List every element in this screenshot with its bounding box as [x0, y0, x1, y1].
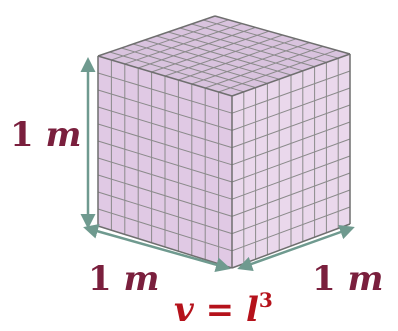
top-grid-line	[164, 34, 283, 77]
width-arrow	[83, 224, 231, 272]
front-grid-line	[97, 174, 233, 217]
volume-formula: v = l3	[174, 290, 273, 327]
top-grid-line	[191, 23, 327, 63]
formula-equals: =	[193, 290, 246, 330]
front-face-grid	[97, 60, 233, 264]
height-label-number: 1	[10, 115, 34, 155]
top-grid-line	[205, 45, 324, 89]
unit-cube	[97, 15, 351, 269]
depth-arrow	[237, 224, 355, 272]
formula-lhs: v	[174, 290, 194, 330]
height-label-unit: m	[45, 115, 82, 155]
right-grid-line	[231, 155, 351, 200]
depth-label: 1 m	[312, 262, 384, 296]
right-grid-line	[231, 172, 351, 217]
top-face-grid	[109, 19, 339, 93]
top-grid-line	[168, 31, 303, 72]
depth-label-unit: m	[347, 259, 384, 299]
top-grid-line	[178, 38, 297, 81]
right-grid-line	[231, 138, 351, 183]
dimension-arrows	[80, 57, 355, 272]
cube-edge	[97, 15, 216, 57]
width-label-number: 1	[88, 259, 112, 299]
cube-edge	[97, 55, 233, 97]
cube-edge	[214, 15, 351, 55]
front-grid-line	[97, 157, 233, 200]
height-label: 1 m	[10, 118, 82, 152]
top-grid-line	[191, 42, 310, 85]
formula-base: l	[245, 290, 259, 330]
top-grid-line	[218, 49, 337, 93]
formula-exponent: 3	[258, 288, 273, 312]
width-label-unit: m	[123, 259, 160, 299]
top-grid-line	[179, 27, 315, 68]
width-label: 1 m	[88, 262, 160, 296]
cube-edge	[231, 53, 351, 97]
depth-label-number: 1	[312, 259, 336, 299]
front-grid-line	[97, 140, 233, 183]
top-grid-line	[203, 19, 339, 59]
